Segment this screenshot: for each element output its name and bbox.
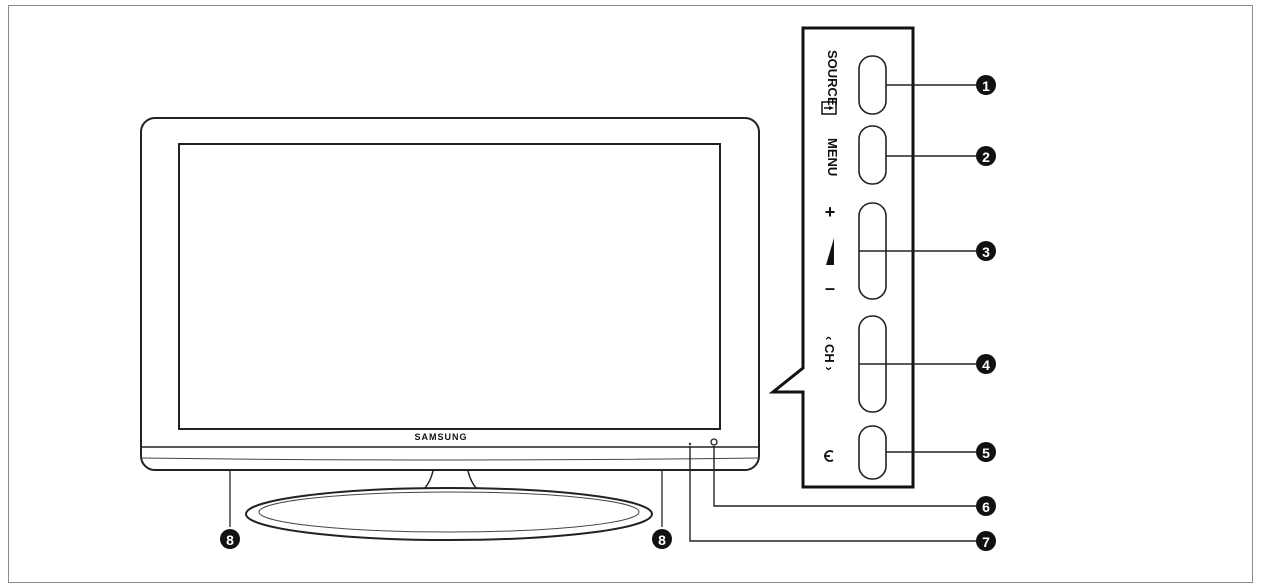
volume-minus-label: – [825, 278, 835, 298]
tv-stand [245, 470, 653, 541]
svg-text:7: 7 [982, 534, 990, 550]
leader-lines [689, 84, 976, 542]
source-label: SOURCE [825, 50, 840, 106]
channel-label: ‹ CH › [822, 336, 837, 371]
svg-text:8: 8 [658, 532, 666, 548]
volume-plus-label: + [825, 202, 836, 222]
svg-text:1: 1 [982, 78, 990, 94]
callout-5: 5 [976, 442, 996, 462]
volume-ramp-icon [826, 238, 834, 265]
callout-8-right: 8 [652, 529, 672, 549]
diagram-frame [8, 5, 1253, 583]
svg-text:4: 4 [982, 357, 990, 373]
source-input-icon [821, 101, 837, 115]
power-indicator [688, 442, 692, 446]
menu-label: MENU [825, 138, 840, 176]
power-icon [824, 450, 834, 462]
callout-2: 2 [976, 146, 996, 166]
callout-6: 6 [976, 496, 996, 516]
tv-screen [178, 143, 721, 430]
svg-text:2: 2 [982, 149, 990, 165]
remote-sensor [710, 438, 718, 446]
callout-1: 1 [976, 75, 996, 95]
callout-7: 7 [976, 531, 996, 551]
callout-4: 4 [976, 354, 996, 374]
svg-text:6: 6 [982, 499, 990, 515]
brand-logo: SAMSUNG [414, 432, 467, 442]
callout-8-left: 8 [220, 529, 240, 549]
svg-text:3: 3 [982, 244, 990, 260]
callout-3: 3 [976, 241, 996, 261]
svg-text:8: 8 [226, 532, 234, 548]
source-button[interactable] [858, 55, 887, 115]
power-button[interactable] [858, 425, 887, 480]
control-panel-box [768, 26, 915, 489]
svg-text:5: 5 [982, 445, 990, 461]
menu-button[interactable] [858, 125, 887, 185]
